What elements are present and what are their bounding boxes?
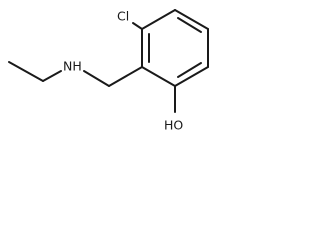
ring-ch2-bond xyxy=(108,66,143,87)
n-ch2-bond xyxy=(42,70,62,82)
ring-bond xyxy=(174,66,209,87)
amine-atom-label: NH xyxy=(63,59,82,74)
ring-bond xyxy=(141,9,176,30)
ring-double-bond xyxy=(177,17,202,33)
ring-double-bond xyxy=(177,62,202,78)
hydroxyl-atom-label: HO xyxy=(164,118,183,133)
ring-bond xyxy=(174,9,209,30)
c-cl-bond xyxy=(132,22,143,30)
ring-bond xyxy=(141,66,176,87)
ch2-ch3-bond xyxy=(8,61,44,82)
chlorine-atom-label: Cl xyxy=(117,9,129,24)
chemical-structure: Cl NH HO xyxy=(8,9,209,133)
benzene-ring xyxy=(141,9,209,87)
ch2-n-bond xyxy=(83,70,110,87)
